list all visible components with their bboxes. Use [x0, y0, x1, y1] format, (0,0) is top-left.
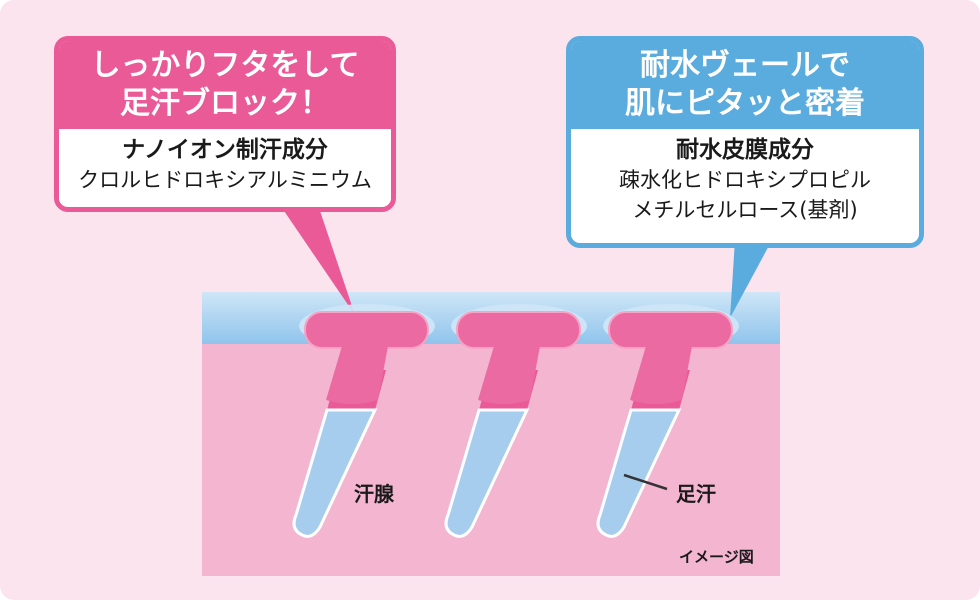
sweat-gland-3 [596, 304, 739, 538]
right-callout-ingredient-name-line2: メチルセルロース(基剤) [632, 198, 858, 222]
left-callout-ingredient-name: クロルヒドロキシアルミニウム [78, 168, 372, 192]
right-callout-pointer [730, 240, 772, 318]
sweat-gland-label: 汗腺 [354, 482, 394, 506]
foot-sweat-label: 足汗 [676, 482, 716, 506]
right-callout-ingredient-type: 耐水皮膜成分 [676, 137, 814, 163]
left-callout-title-line1: しっかりフタをして [90, 48, 360, 83]
left-callout-body: ナノイオン制汗成分 クロルヒドロキシアルミニウム [59, 129, 391, 203]
left-callout-pointer [280, 205, 355, 315]
sweat-gland-2 [444, 304, 587, 538]
image-note-label: イメージ図 [679, 548, 754, 566]
right-callout: 耐水ヴェールで 肌にピタッと密着 耐水皮膜成分 疎水化ヒドロキシプロピル メチル… [566, 36, 924, 248]
left-callout-title-line2: 足汗ブロック！ [120, 86, 330, 121]
left-callout-ingredient-type: ナノイオン制汗成分 [122, 137, 328, 163]
left-callout: しっかりフタをして 足汗ブロック！ ナノイオン制汗成分 クロルヒドロキシアルミニ… [54, 36, 396, 212]
right-callout-ingredient-name-line1: 疎水化ヒドロキシプロピル [619, 168, 871, 192]
right-callout-title-line2: 肌にピタッと密着 [625, 86, 865, 121]
right-callout-title: 耐水ヴェールで 肌にピタッと密着 [571, 41, 919, 129]
foot-sweat-leader-line [623, 473, 668, 491]
sweat-gland-1 [292, 304, 435, 538]
left-callout-title: しっかりフタをして 足汗ブロック！ [59, 41, 391, 129]
right-callout-body: 耐水皮膜成分 疎水化ヒドロキシプロピル メチルセルロース(基剤) [571, 129, 919, 233]
right-callout-title-line1: 耐水ヴェールで [640, 48, 850, 83]
